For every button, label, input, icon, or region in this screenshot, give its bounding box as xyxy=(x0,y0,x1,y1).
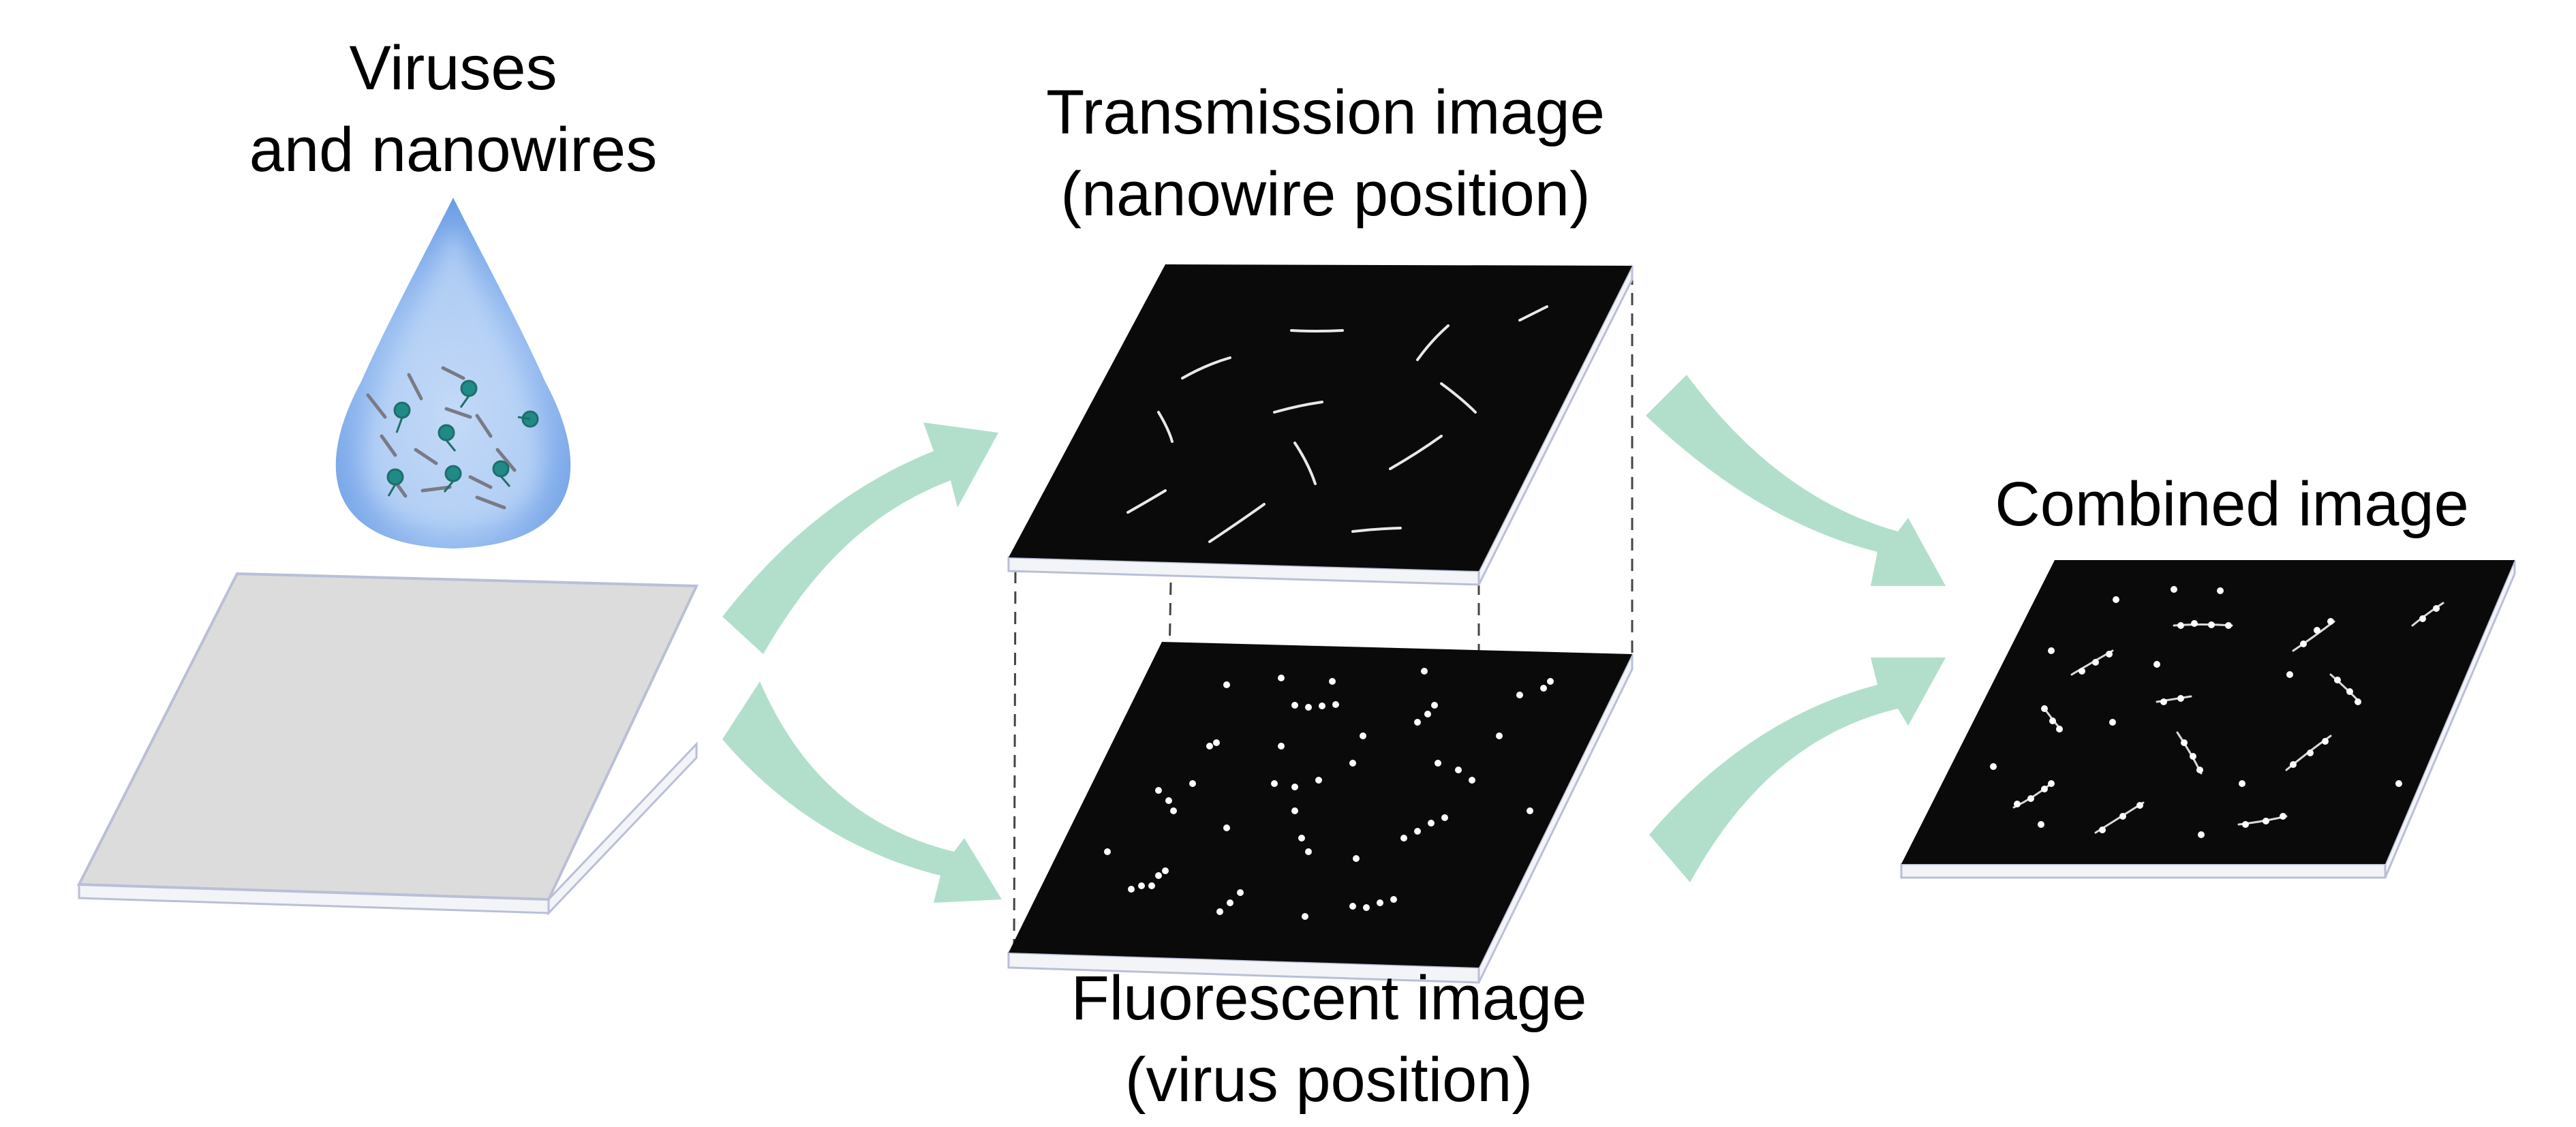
virus-dots-combined xyxy=(1990,586,2440,838)
droplet-icon xyxy=(335,198,571,549)
transmission-label-line2: (nanowire position) xyxy=(1060,159,1591,229)
source-label-line2: and nanowires xyxy=(249,115,658,185)
combined-label: Combined image xyxy=(1995,469,2469,539)
fluorescent-image-plate xyxy=(1007,642,1634,984)
fluorescent-label-line2: (virus position) xyxy=(1124,1045,1533,1115)
transmission-label-line1: Transmission image xyxy=(1046,78,1605,147)
fluorescent-label-line1: Fluorescent image xyxy=(1071,963,1587,1033)
nanowire-icon xyxy=(366,366,517,510)
arrow-icon xyxy=(722,375,1946,903)
virus-dots-fluorescent xyxy=(1104,668,1554,920)
blank-substrate xyxy=(76,572,699,916)
nanowire-lines-transmission xyxy=(1126,305,1548,543)
virus-icon xyxy=(386,380,539,497)
combined-image-plate xyxy=(1900,559,2516,879)
transmission-image-plate xyxy=(1007,264,1634,586)
source-label-line1: Viruses xyxy=(349,33,557,103)
